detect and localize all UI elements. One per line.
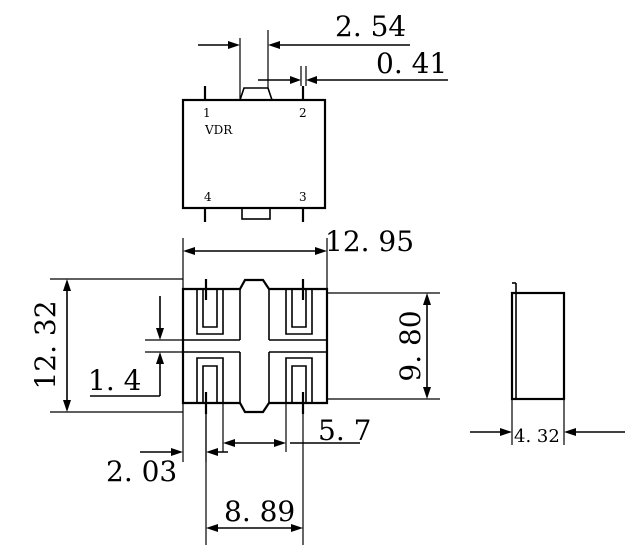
part-label: VDR — [204, 123, 233, 137]
side-view-body — [510, 291, 566, 401]
side-view — [510, 282, 566, 401]
plan-view — [181, 278, 329, 414]
dim-12-32-label: 12. 32 — [29, 300, 62, 389]
dim-8-89-label: 8. 89 — [224, 495, 295, 528]
dim-12-95-label: 12. 95 — [325, 225, 414, 258]
dim-body-length: 12. 95 — [182, 225, 414, 289]
dim-4-32-label: 4. 32 — [514, 426, 560, 447]
dim-0-41-label: 0. 41 — [376, 47, 447, 80]
dim-body-width: 12. 32 — [29, 278, 183, 413]
dim-inner-pitch: 5. 7 — [222, 403, 371, 452]
top-tab — [239, 87, 273, 101]
pin-3-number: 3 — [299, 190, 307, 204]
dim-pin-width: 0. 41 — [258, 47, 448, 86]
dim-lead-offset: 2. 03 — [106, 403, 228, 488]
dim-height: 4. 32 — [470, 399, 625, 447]
dim-2-54-label: 2. 54 — [335, 10, 406, 43]
dim-2-03-label: 2. 03 — [106, 455, 177, 488]
terminal-3 — [285, 357, 313, 403]
dim-pin-gap: 1. 4 — [88, 296, 183, 397]
dim-5-7-label: 5. 7 — [318, 414, 371, 447]
dim-9-80-label: 9. 80 — [394, 310, 427, 381]
bottom-tab — [241, 207, 271, 220]
pin-2-number: 2 — [299, 106, 307, 120]
pin-1-number: 1 — [203, 106, 211, 120]
dim-pin-pitch-top: 2. 54 — [198, 10, 410, 100]
dim-inner-width: 9. 80 — [327, 292, 440, 400]
terminal-4 — [196, 357, 224, 403]
top-view: 1 2 3 4 VDR — [181, 86, 327, 222]
terminal-2 — [285, 289, 313, 335]
terminal-1 — [196, 289, 224, 335]
dim-outer-pitch: 8. 89 — [205, 414, 304, 545]
dim-1-4-label: 1. 4 — [88, 364, 141, 397]
pin-4-number: 4 — [204, 190, 212, 204]
